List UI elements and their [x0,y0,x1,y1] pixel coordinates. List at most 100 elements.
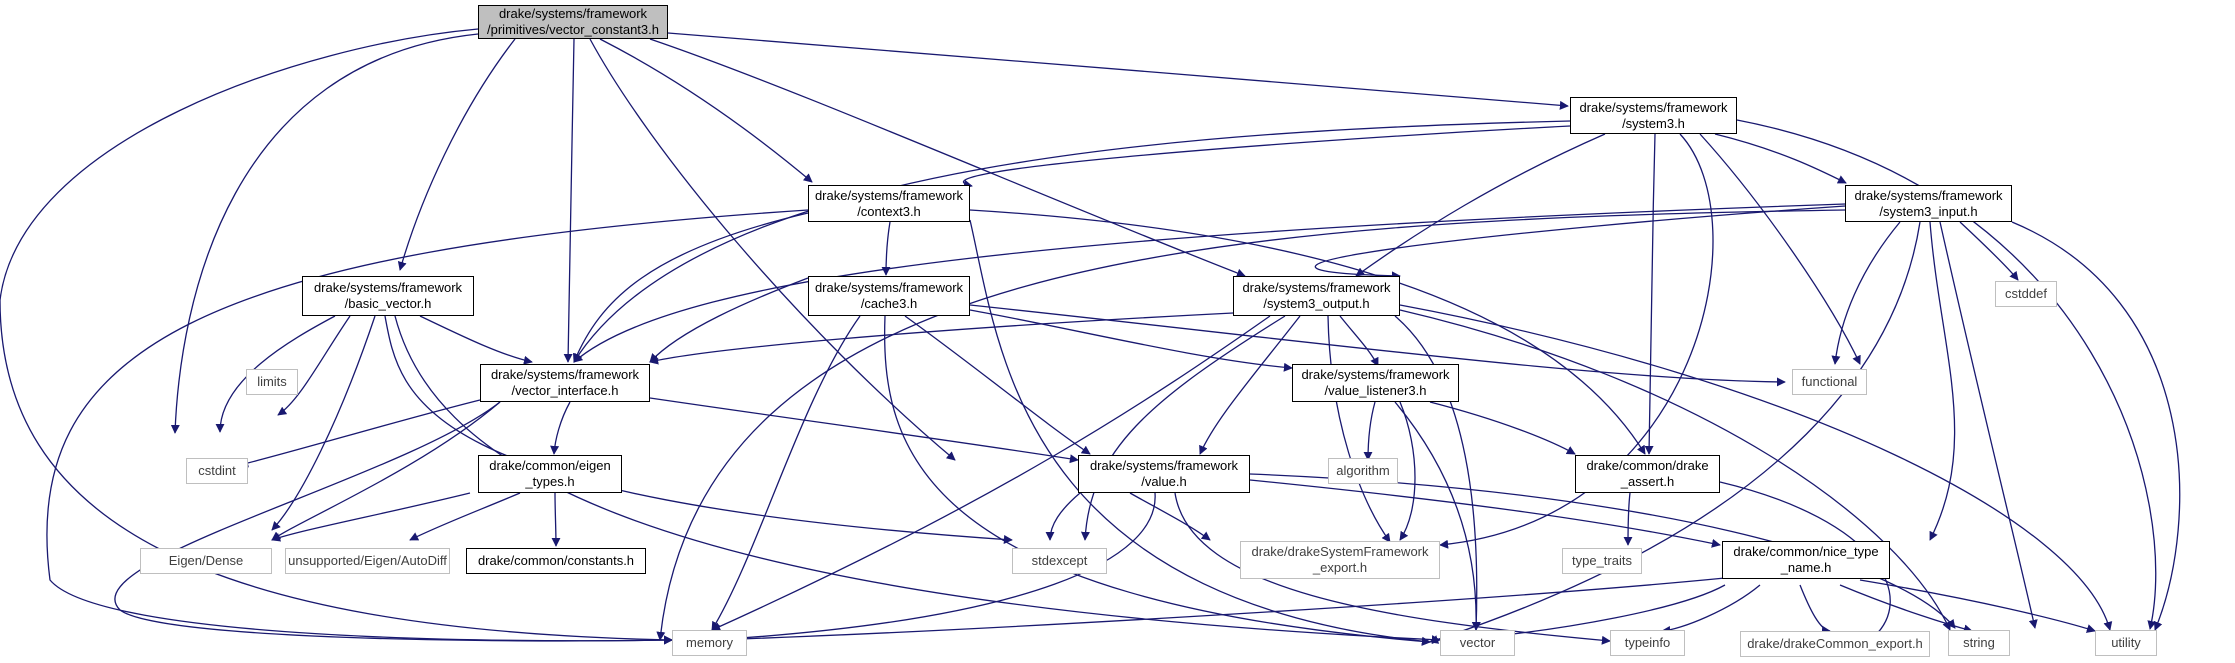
node-label-line1: vector [1459,635,1496,650]
node-label-line2: _export.h [1312,560,1368,575]
node-type-traits[interactable]: type_traits [1562,548,1642,574]
node-label-line1: Eigen/Dense [168,553,244,568]
node-label-line1: typeinfo [1624,635,1671,650]
node-label-line1: unsupported/Eigen/AutoDiff [288,553,447,568]
node-label-line2: /basic_vector.h [344,296,432,311]
edge [1129,492,1211,541]
edge [1736,119,2157,630]
edge [551,492,561,547]
node-label-line2: /system3_input.h [1879,203,1978,219]
node-cache3[interactable]: drake/systems/framework /cache3.h [808,276,970,316]
edge [1661,584,1761,636]
node-value[interactable]: drake/systems/framework /value.h [1078,455,1250,493]
edge [573,120,1571,363]
edge [962,125,1571,189]
node-label-line1: utility [2111,635,2141,650]
node-context3[interactable]: drake/systems/framework /context3.h [808,185,970,222]
edge [271,492,471,542]
edge [884,315,1431,646]
node-system3-output[interactable]: drake/systems/framework /system3_output.… [1233,276,1400,316]
edge [0,28,673,645]
edge [277,315,351,416]
node-value-listener3[interactable]: drake/systems/framework /value_listener3… [1292,364,1459,402]
edge [114,401,673,645]
edge [1314,205,1846,281]
node-typeinfo[interactable]: typeinfo [1610,630,1685,656]
node-label-line1: limits [257,374,287,389]
node-limits[interactable]: limits [246,369,298,395]
node-label-line1: drake/systems/framework [498,6,648,21]
node-label-line2: /value.h [1141,474,1187,489]
node-label-line1: string [1963,635,1995,650]
edge [1839,584,1973,634]
edge [2011,221,2181,631]
edge [881,221,891,276]
node-label-line1: drake/systems/framework [1089,458,1239,473]
edge [1439,133,1714,549]
node-system3[interactable]: drake/systems/framework /system3.h [1570,97,1737,134]
node-label-line1: drake/common/drake [1586,458,1709,473]
node-label-line2: /primitives/vector_constant3.h [487,22,659,37]
node-constants[interactable]: drake/common/constants.h [466,548,646,574]
edge [649,312,1234,365]
edge [1859,579,2096,633]
node-label-line1: drake/drakeSystemFramework [1251,544,1429,559]
node-label-line1: memory [686,635,733,650]
edge [1045,492,1081,541]
node-unsupported-eigen-autodiff[interactable]: unsupported/Eigen/AutoDiff [285,548,450,574]
edge [1929,221,1956,541]
node-label-line1: type_traits [1572,553,1632,568]
node-system3-input[interactable]: drake/systems/framework /system3_input.h [1845,185,2012,222]
node-vector-interface[interactable]: drake/systems/framework /vector_interfac… [480,364,650,402]
node-label-line2: /vector_interface.h [511,383,619,398]
node-cstdint[interactable]: cstdint [186,458,248,484]
node-basic-vector[interactable]: drake/systems/framework /basic_vector.h [302,276,474,316]
edge [215,315,336,433]
node-label-line1: functional [1801,374,1858,389]
edge [1339,315,1379,367]
edge [271,401,501,541]
edge [1623,492,1633,546]
node-label-line2: /system3_output.h [1263,296,1370,311]
edge [711,577,1726,645]
node-memory[interactable]: memory [672,630,747,656]
edge [1399,309,1951,631]
node-label-line2: /system3.h [1622,115,1685,131]
dependency-edges [0,28,2181,646]
edge [409,492,521,541]
node-stdexcept[interactable]: stdexcept [1012,548,1107,574]
node-label-line2: _assert.h [1620,474,1675,489]
node-utility[interactable]: utility [2095,630,2157,656]
edge [1429,401,1576,455]
node-drakecommon-export[interactable]: drake/drakeCommon_export.h [1740,631,1930,657]
node-drakesystemframework-export[interactable]: drake/drakeSystemFramework _export.h [1240,541,1440,579]
node-cstddef[interactable]: cstddef [1995,281,2057,307]
node-nice-type-name[interactable]: drake/common/nice_type _name.h [1722,541,1890,579]
edge [904,315,1091,455]
edge [649,277,809,363]
edge [572,212,809,363]
node-algorithm[interactable]: algorithm [1328,458,1398,484]
node-label-line1: drake/systems/framework [814,187,964,203]
edge [384,315,1013,544]
node-drake-assert[interactable]: drake/common/drake _assert.h [1575,455,1720,493]
edge [1644,133,1656,455]
edge [667,32,1569,110]
node-label-line1: drake/systems/framework [1579,99,1728,115]
edge [1399,304,2113,631]
node-string[interactable]: string [1948,630,2010,656]
edge [170,33,479,434]
node-functional[interactable]: functional [1792,369,1867,395]
node-vector[interactable]: vector [1440,630,1515,656]
node-label-line1: stdexcept [1031,553,1088,568]
node-eigen-types[interactable]: drake/common/eigen _types.h [478,455,622,493]
edge [419,315,533,365]
node-label-line1: drake/common/nice_type [1733,544,1879,559]
edge [1327,315,1391,543]
node-label-line2: _name.h [1780,560,1832,575]
edge [550,401,571,455]
node-eigen-dense[interactable]: Eigen/Dense [140,548,272,574]
edge [589,38,956,461]
edge [1799,584,1831,635]
edge [1249,479,1721,548]
